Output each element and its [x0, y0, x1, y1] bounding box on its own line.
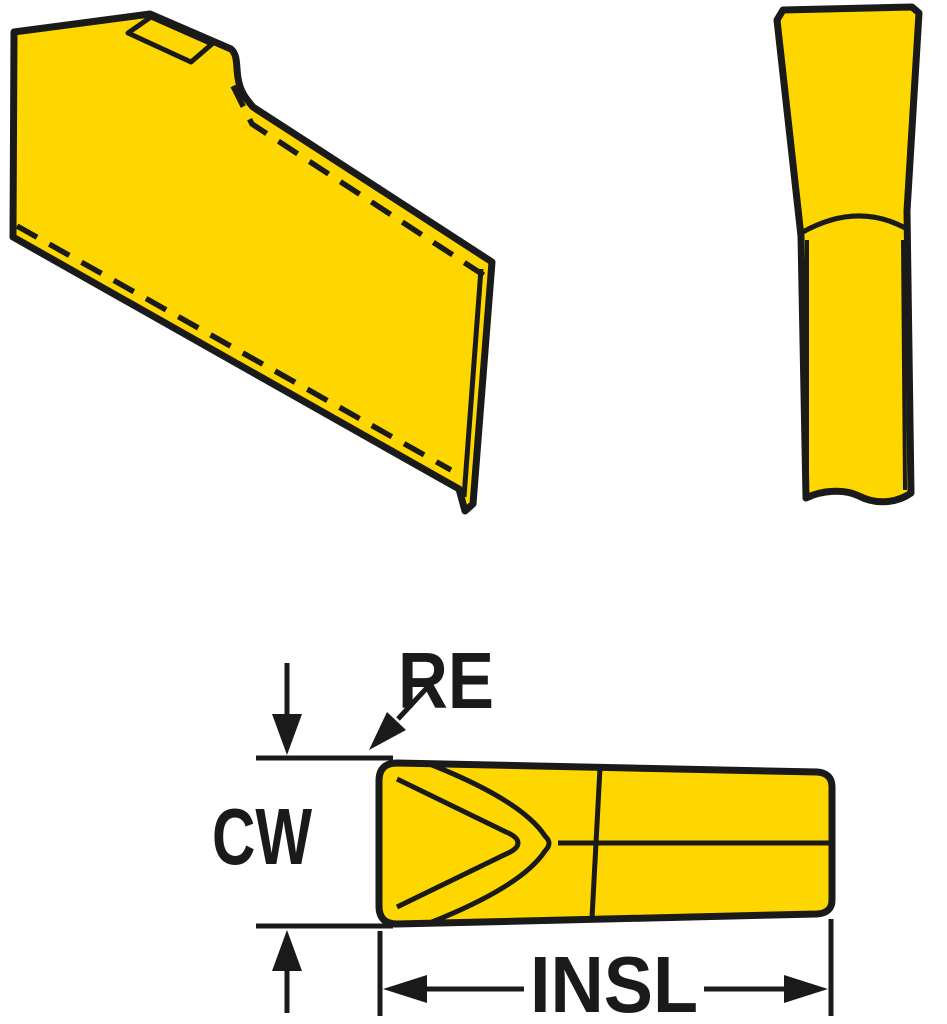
top-chipbreaker-shield-line [431, 762, 552, 925]
perspective-insert-body [9, 10, 496, 515]
perspective-hidden-edge-lower [15, 223, 453, 473]
perspective-hidden-edge-upper [230, 84, 487, 279]
perspective-view [9, 10, 496, 515]
dimension-insl: INSL [377, 919, 834, 1024]
insl-label: INSL [530, 940, 698, 1024]
side-view [773, 3, 923, 506]
re-arrowhead-icon [369, 712, 406, 750]
re-leader-line [396, 676, 438, 721]
perspective-top-facet-line [125, 14, 215, 65]
cw-arrowhead-up-icon [272, 930, 302, 971]
cw-label: CW [212, 792, 312, 881]
insl-arrowhead-left-icon [383, 975, 427, 1003]
re-label: RE [398, 636, 494, 725]
top-chipbreaker-v-line [395, 776, 521, 910]
top-view [375, 759, 836, 928]
dimension-cw: CW [212, 663, 393, 1013]
perspective-end-facet-line [461, 268, 484, 498]
dimension-re: RE [369, 636, 494, 750]
insl-arrowhead-right-icon [784, 975, 828, 1003]
side-insert-body [773, 3, 923, 506]
side-seat-arch-line [799, 213, 909, 236]
cw-arrowhead-down-icon [272, 714, 302, 755]
side-shank-right-edge-line [901, 239, 907, 491]
